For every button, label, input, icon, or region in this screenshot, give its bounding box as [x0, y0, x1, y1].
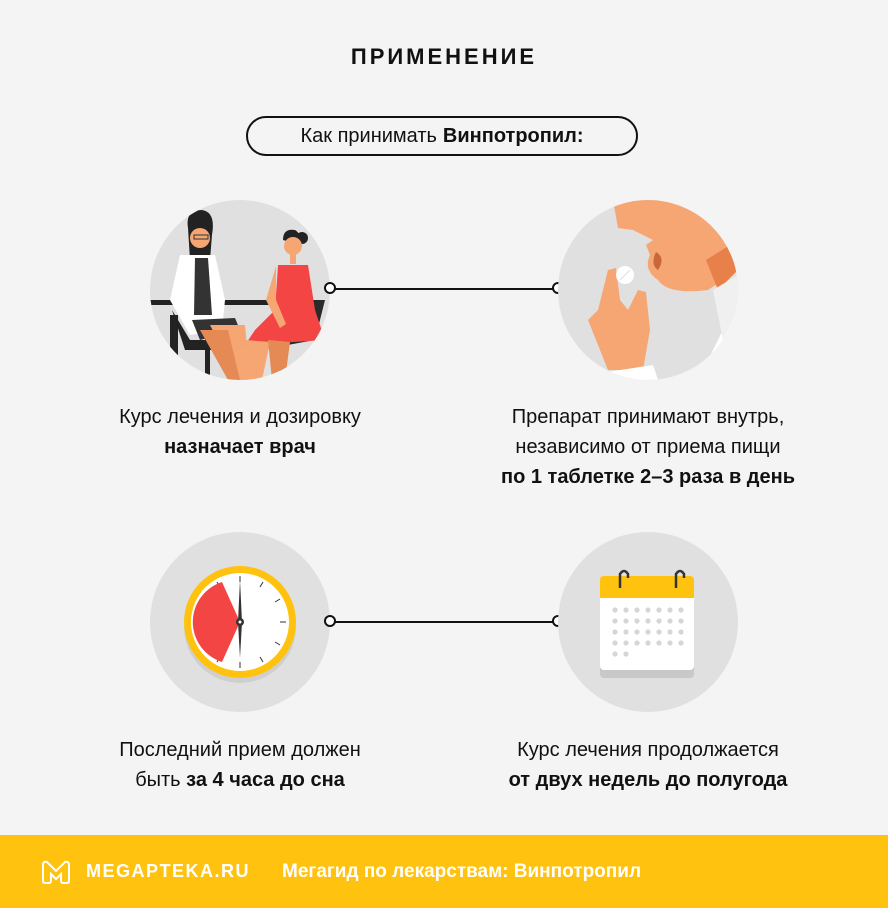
step-4-line1: Курс лечения продолжается — [517, 739, 779, 761]
step-1-highlight: назначает врач — [164, 436, 316, 458]
subtitle-prefix: Как принимать — [300, 124, 437, 147]
step-3-line1: Последний прием должен — [119, 739, 361, 761]
step-4-highlight: от двух недель до полугода — [508, 769, 788, 791]
brand-link[interactable]: MEGAPTEKA.RU — [86, 861, 251, 881]
footer-guide-text: Мегагид по лекарствам: Винпотропил — [282, 860, 642, 882]
connector-dot-left — [324, 615, 336, 627]
megapteka-logo-icon[interactable] — [40, 859, 72, 885]
doctor-consultation-icon — [150, 200, 330, 380]
step-3-highlight: за 4 часа до сна — [186, 769, 345, 791]
step-3-caption: Последний прием должен быть за 4 часа до… — [60, 735, 420, 795]
footer-bar: MEGAPTEKA.RU Мегагид по лекарствам: Винп… — [0, 835, 888, 908]
connector-line — [330, 621, 558, 623]
step-2-line2: независимо от приема пищи — [515, 436, 781, 458]
step-2-line1: Препарат принимают внутрь, — [511, 406, 785, 428]
step-3-line2-prefix: быть — [135, 769, 181, 791]
subtitle-pill: Как принимать Винпотропил: — [246, 116, 638, 156]
connector-dot-left — [324, 282, 336, 294]
page-title: ПРИМЕНЕНИЕ — [350, 44, 538, 69]
step-2-caption: Препарат принимают внутрь, независимо от… — [458, 402, 838, 492]
step-1-line1: Курс лечения и дозировку — [119, 406, 361, 428]
step-2-highlight: по 1 таблетке 2–3 раза в день — [500, 466, 795, 488]
clock-icon — [150, 532, 330, 712]
subtitle-drug-name: Винпотропил: — [442, 124, 584, 147]
step-4-caption: Курс лечения продолжается от двух недель… — [458, 735, 838, 795]
calendar-icon — [558, 532, 738, 712]
pill-in-hand-icon — [558, 200, 738, 380]
step-1-caption: Курс лечения и дозировку назначает врач — [60, 402, 420, 462]
connector-line — [330, 288, 558, 290]
